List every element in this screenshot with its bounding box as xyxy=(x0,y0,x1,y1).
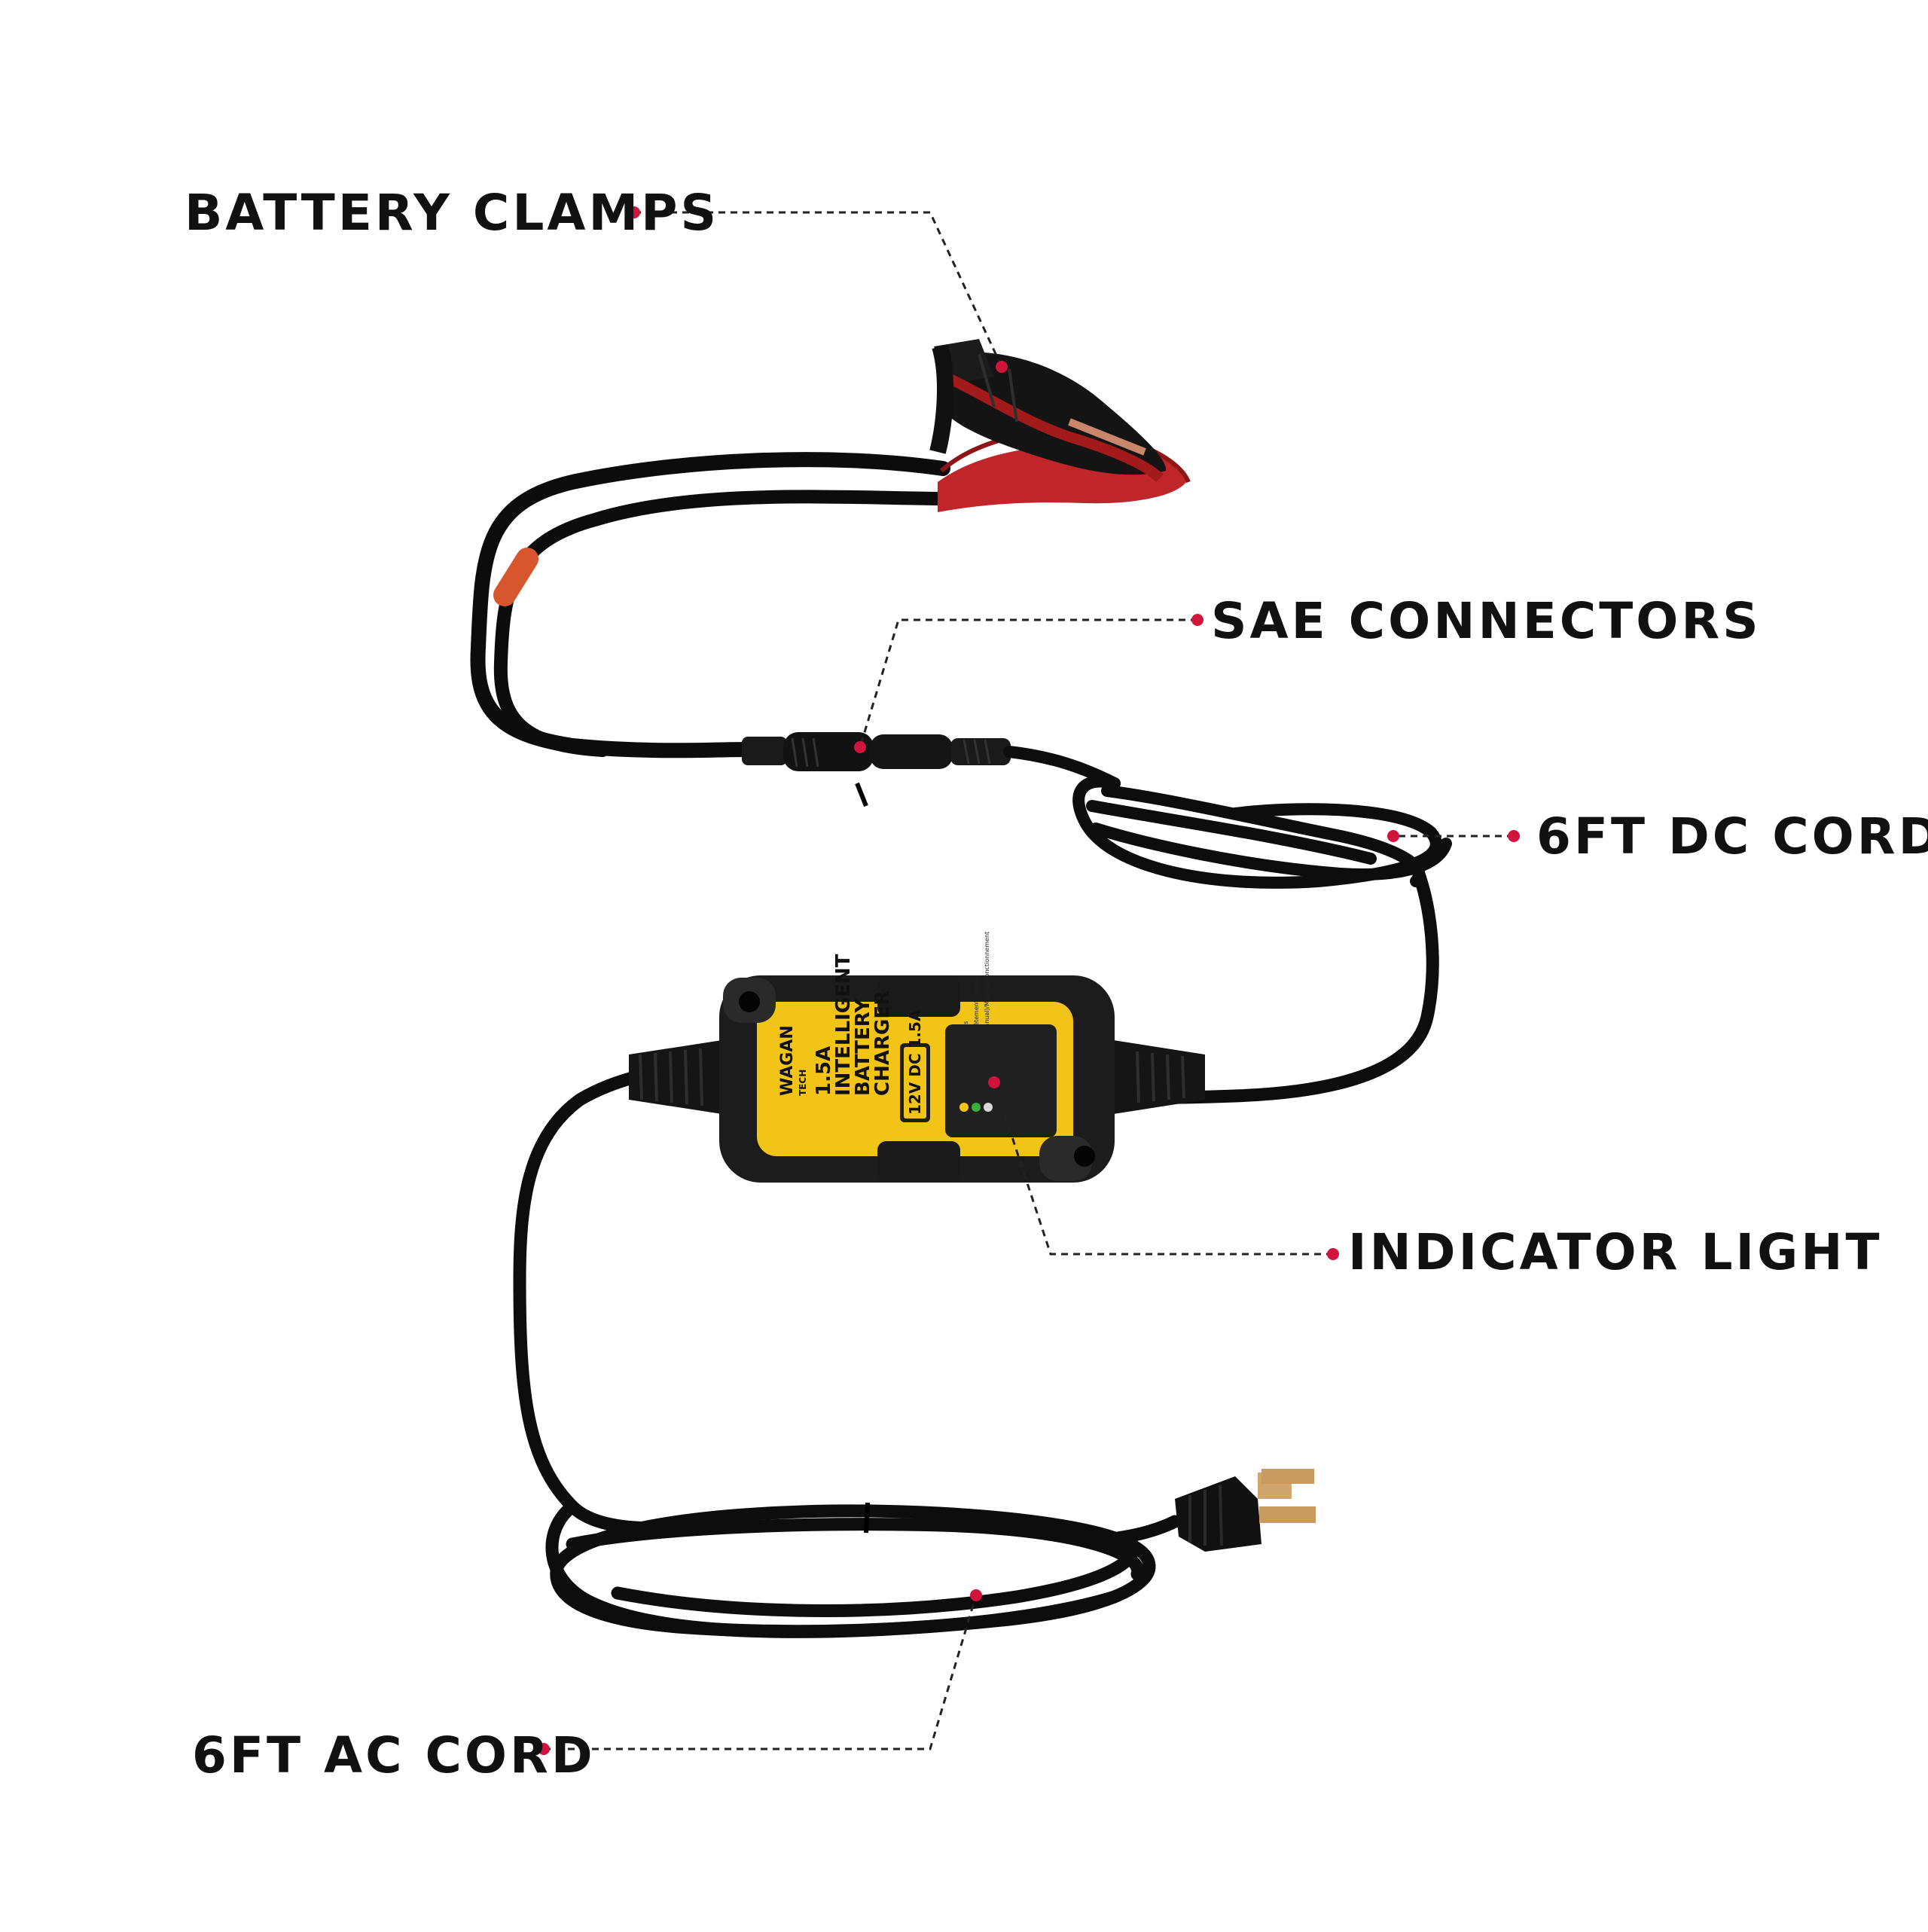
legend-faulty: Faulty Operation (see manual)/Mauvais fo… xyxy=(984,932,990,1100)
leader-sae-connectors xyxy=(859,618,1197,748)
sae-connector xyxy=(742,732,1011,771)
dot-sae-target xyxy=(854,741,866,753)
legend-charging: Charging/Charge en cours xyxy=(962,1021,969,1100)
brand-sub-text: TECH xyxy=(798,1070,808,1096)
rating-amps-text: 1.5A xyxy=(813,1046,835,1096)
rating-badge: 12V DC 1.5A xyxy=(906,1009,924,1115)
callout-sae-connectors: SAE CONNECTORS xyxy=(1211,592,1762,650)
clamp-cable xyxy=(470,452,950,758)
legend-complete: Charge Complete/Complètement chargé xyxy=(972,978,980,1100)
product-line-2: INTELLIGENT xyxy=(832,954,855,1096)
dot-sae-label xyxy=(1191,614,1203,626)
battery-clamp-icon xyxy=(929,339,1191,512)
brand-text: WAGAN xyxy=(778,1025,797,1096)
leader-indicator-light xyxy=(993,1082,1333,1256)
ac-cord xyxy=(513,1055,1182,1638)
dot-ac-label xyxy=(538,1743,550,1755)
status-legend: Charging/Charge en cours Charge Complete… xyxy=(962,932,990,1100)
cable-tie xyxy=(855,782,870,1534)
dot-indicator-label xyxy=(1327,1248,1339,1260)
product-line-4: CHARGER xyxy=(871,990,894,1096)
leader-lines xyxy=(544,211,1514,1750)
dot-dc-label xyxy=(1508,830,1520,842)
dot-ac-target xyxy=(970,1589,982,1601)
leader-ac-cord xyxy=(544,1595,978,1750)
dot-indicator-target xyxy=(988,1076,1000,1088)
ac-plug-icon xyxy=(1175,1469,1316,1552)
dc-cord xyxy=(1003,746,1452,1104)
dot-battery-clamps-target xyxy=(996,361,1008,373)
battery-charger xyxy=(629,975,1205,1183)
charger-label: WAGAN TECH 1.5A INTELLIGENT BATTERY CHAR… xyxy=(778,954,894,1096)
callout-battery-clamps: BATTERY CLAMPS xyxy=(185,184,720,242)
callout-dc-cord: 6FT DC CORD xyxy=(1536,807,1928,865)
rating-text: 12V DC 1.5A xyxy=(906,1009,924,1115)
callout-ac-cord: 6FT AC CORD xyxy=(192,1726,596,1784)
dot-battery-clamps-label xyxy=(628,206,640,218)
dot-dc-target xyxy=(1387,830,1399,842)
leader-battery-clamps xyxy=(634,211,1003,368)
product-line-3: BATTERY xyxy=(852,998,874,1096)
callout-dots xyxy=(538,206,1520,1755)
callout-indicator-light: INDICATOR LIGHT xyxy=(1348,1223,1883,1281)
